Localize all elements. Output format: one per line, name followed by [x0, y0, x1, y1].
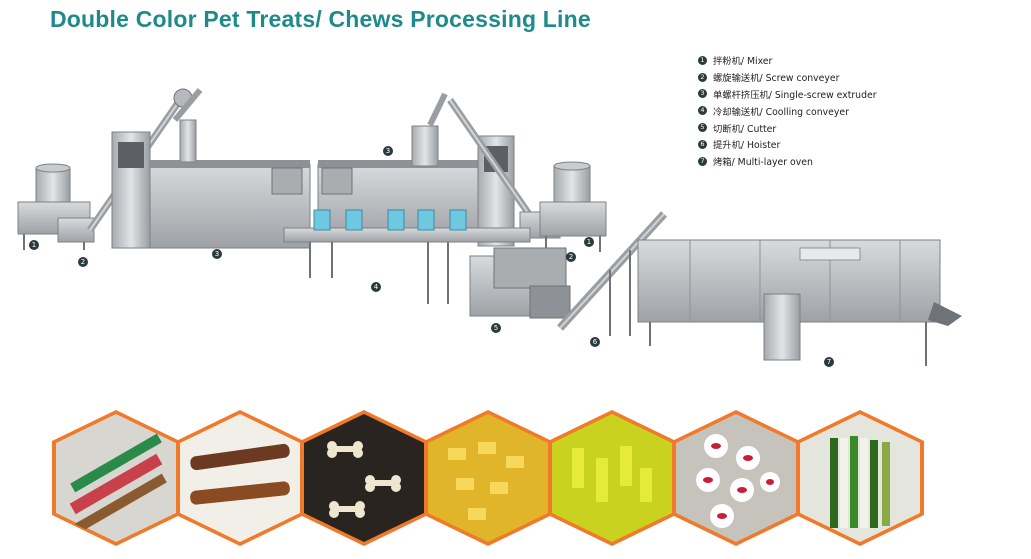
page-title: Double Color Pet Treats/ Chews Processin… — [50, 6, 591, 32]
legend-label: 螺旋输送机/ Screw conveyer — [713, 73, 840, 85]
number-badge: 6 — [698, 139, 707, 149]
legend-item-mixer: 1 拌粉机/ Mixer — [698, 52, 877, 69]
number-badge: 1 — [698, 55, 707, 65]
cooling-conveyer — [283, 209, 531, 304]
hoister — [557, 211, 667, 336]
mixer-left — [17, 163, 91, 250]
product-green-sticks — [548, 410, 676, 546]
legend-item-cooling-conveyer: 4 冷却输送机/ Coolling conveyer — [698, 102, 877, 119]
legend-item-extruder: 3 单螺杆挤压机/ Single-screw extruder — [698, 86, 877, 103]
extruder-left — [111, 88, 311, 249]
legend-label: 提升机/ Hoister — [713, 140, 781, 152]
cutter — [469, 247, 571, 319]
callout-mixer-left: 1 — [29, 240, 39, 250]
legend-item-cutter: 5 切断机/ Cutter — [698, 119, 877, 136]
callout-oven: 7 — [824, 357, 834, 367]
product-rolled-chews — [52, 410, 180, 546]
equipment-legend: 1 拌粉机/ Mixer 2 螺旋输送机/ Screw conveyer 3 单螺杆挤… — [698, 52, 877, 170]
legend-item-hoister: 6 提升机/ Hoister — [698, 136, 877, 153]
product-twisted-chews — [176, 410, 304, 546]
legend-label: 切断机/ Cutter — [713, 123, 777, 135]
callout-cooling-conveyer: 4 — [371, 282, 381, 292]
multi-layer-oven — [637, 239, 962, 366]
legend-label: 冷却输送机/ Coolling conveyer — [713, 106, 849, 118]
product-yellow-kibble — [424, 410, 552, 546]
processing-line-illustration — [17, 88, 962, 366]
product-bone-treats — [300, 410, 428, 546]
legend-label: 拌粉机/ Mixer — [713, 56, 773, 68]
number-badge: 4 — [698, 106, 707, 116]
callout-extruder-top: 3 — [383, 146, 393, 156]
callout-screw-conveyer-right: 2 — [566, 252, 576, 262]
number-badge: 5 — [698, 123, 707, 133]
callout-extruder-left: 3 — [212, 249, 222, 259]
product-disc-treats — [672, 410, 800, 546]
legend-item-screw-conveyer: 2 螺旋输送机/ Screw conveyer — [698, 69, 877, 86]
product-gallery — [52, 410, 924, 546]
number-badge: 3 — [698, 89, 707, 99]
product-dental-sticks — [796, 410, 924, 546]
number-badge: 7 — [698, 156, 707, 166]
legend-label: 单螺杆挤压机/ Single-screw extruder — [713, 89, 877, 101]
number-badge: 2 — [698, 72, 707, 82]
legend-item-oven: 7 烤箱/ Multi-layer oven — [698, 153, 877, 170]
callout-mixer-right: 1 — [584, 237, 594, 247]
mixer-right — [539, 161, 607, 252]
callout-hoister: 6 — [590, 337, 600, 347]
callout-cutter: 5 — [491, 323, 501, 333]
callout-screw-conveyer-left: 2 — [78, 257, 88, 267]
legend-label: 烤箱/ Multi-layer oven — [713, 157, 813, 169]
